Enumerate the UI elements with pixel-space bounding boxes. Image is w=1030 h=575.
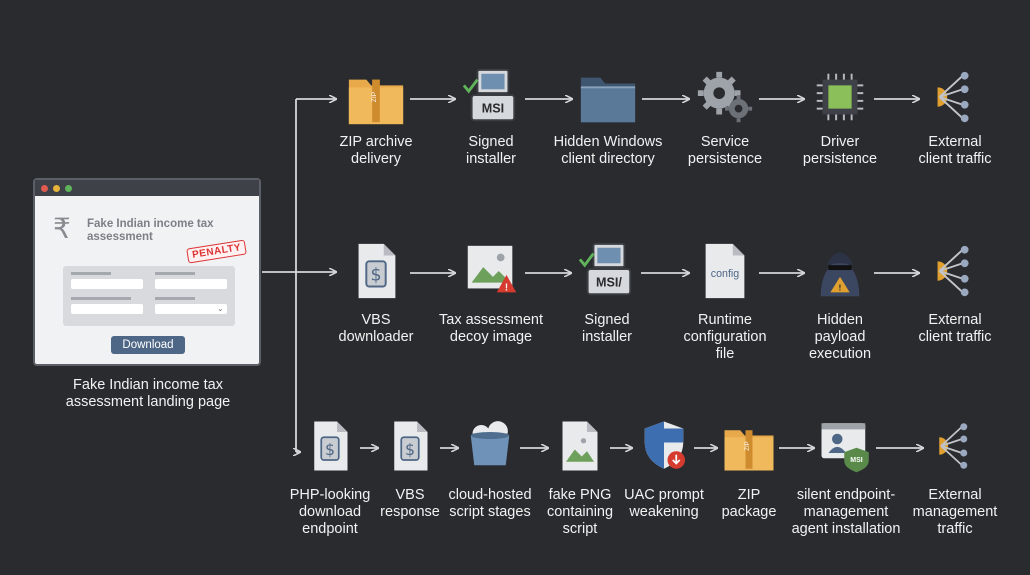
form-field[interactable] — [155, 279, 227, 289]
svg-text:config: config — [711, 268, 739, 280]
branch-trunk-line — [262, 99, 297, 452]
form-select[interactable] — [155, 304, 227, 314]
landing-page-mockup: ₹ Fake Indian income tax assessment PENA… — [33, 178, 261, 366]
svg-text:MSI: MSI — [850, 457, 863, 464]
gears-icon — [694, 66, 756, 128]
uac-shield-icon — [636, 418, 692, 474]
close-dot-icon — [41, 184, 48, 192]
node-label: External client traffic — [918, 134, 992, 167]
form-field[interactable] — [71, 279, 143, 289]
signed-installer-icon: MSI — [460, 66, 522, 128]
signed-installer-icon: MSI/ — [576, 240, 638, 302]
node-label: PHP-looking download endpoint — [289, 487, 371, 537]
node-label: Signed installer — [582, 312, 632, 345]
node-label: Hidden Windows client directory — [553, 134, 663, 167]
hooded-figure-icon: ! — [809, 240, 871, 302]
node-label: cloud-hosted script stages — [448, 487, 532, 520]
network-fanout-icon — [927, 418, 983, 474]
svg-text:!: ! — [505, 282, 508, 293]
svg-text:!: ! — [839, 282, 842, 292]
svg-text:ZIP: ZIP — [744, 441, 751, 451]
node-label: ZIP archive delivery — [339, 134, 413, 167]
form-panel: ⌄ — [63, 266, 235, 326]
download-button[interactable]: Download — [111, 336, 185, 354]
landing-page-caption: Fake Indian income tax assessment landin… — [65, 377, 231, 410]
node-label: Service persistence — [687, 134, 763, 167]
node-label: UAC prompt weakening — [624, 487, 704, 520]
network-fanout-icon — [924, 66, 986, 128]
chip-icon — [809, 66, 871, 128]
network-fanout-icon — [924, 240, 986, 302]
maximize-dot-icon — [65, 184, 72, 192]
agent-install-icon: MSI — [818, 418, 874, 474]
node-label: External management traffic — [912, 487, 998, 537]
image-file-icon — [552, 418, 608, 474]
minimize-dot-icon — [53, 184, 60, 192]
svg-text:$: $ — [405, 440, 415, 459]
node-label: Tax assessment decoy image — [439, 312, 543, 345]
landing-page-title: Fake Indian income tax assessment — [87, 218, 214, 243]
node-label: fake PNG containing script — [546, 487, 614, 537]
node-label: silent endpoint- management agent instal… — [791, 487, 901, 537]
script-file-icon: $ — [302, 418, 358, 474]
svg-text:MSI/: MSI/ — [596, 276, 622, 290]
zip-folder-icon: ZIP — [721, 418, 777, 474]
decoy-image-icon: ! — [460, 240, 522, 302]
node-label: Runtime configuration file — [683, 312, 767, 362]
node-label: Hidden payload execution — [808, 312, 872, 362]
node-label: External client traffic — [918, 312, 992, 345]
node-label: Driver persistence — [802, 134, 878, 167]
node-label: VBS response — [380, 487, 440, 520]
script-file-icon: $ — [345, 240, 407, 302]
svg-text:ZIP: ZIP — [371, 91, 378, 102]
node-label: Signed installer — [466, 134, 516, 167]
svg-text:$: $ — [370, 266, 381, 286]
rupee-icon: ₹ — [53, 212, 71, 245]
node-label: VBS downloader — [338, 312, 414, 345]
svg-text:$: $ — [325, 440, 335, 459]
form-field[interactable] — [71, 304, 143, 314]
script-file-icon: $ — [382, 418, 438, 474]
folder-icon — [577, 66, 639, 128]
svg-text:MSI: MSI — [482, 102, 504, 116]
chevron-down-icon: ⌄ — [217, 304, 224, 313]
node-label: ZIP package — [721, 487, 777, 520]
zip-folder-icon: ZIP — [345, 66, 407, 128]
config-file-icon: config — [694, 240, 756, 302]
cloud-bucket-icon — [462, 418, 518, 474]
browser-titlebar — [35, 180, 259, 196]
